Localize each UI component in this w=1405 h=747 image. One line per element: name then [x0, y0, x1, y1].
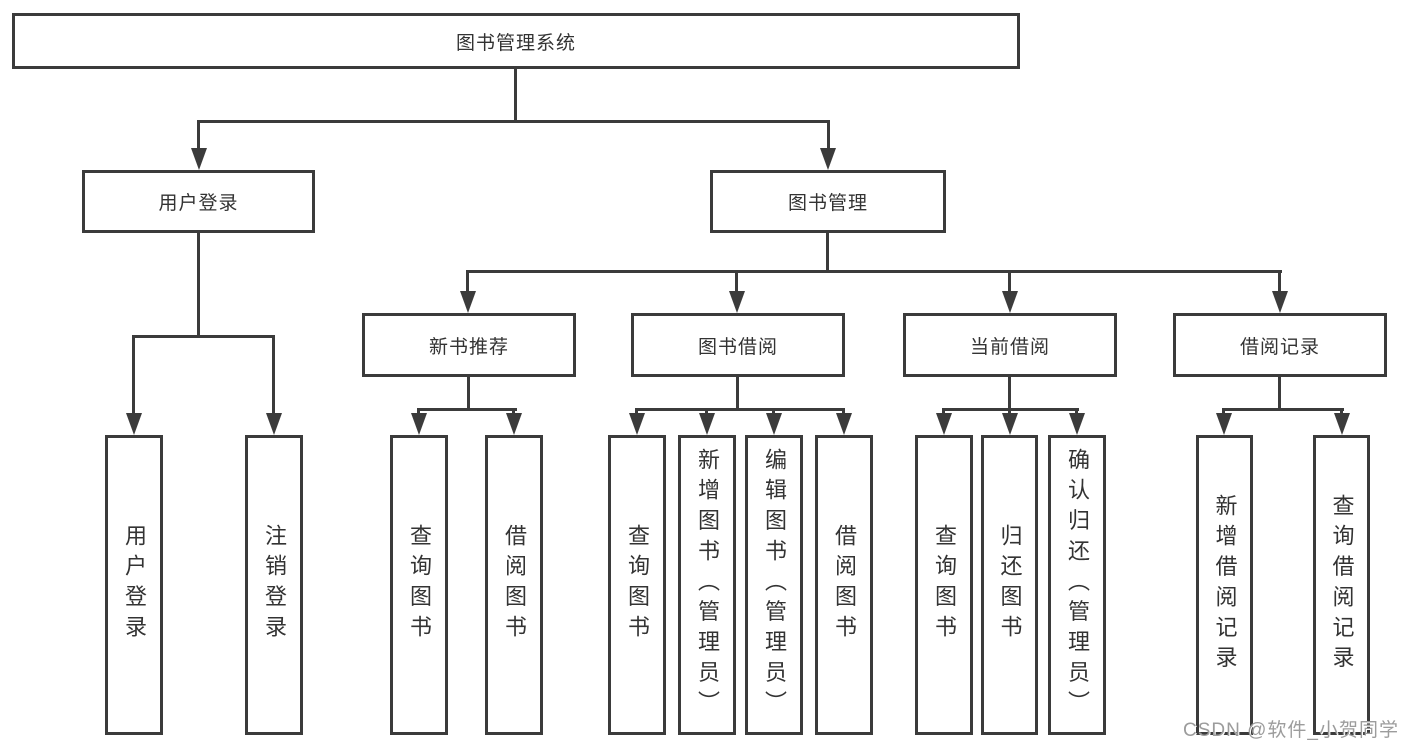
connector-drop [1008, 270, 1011, 292]
connector-drop [942, 408, 945, 414]
arrowhead-icon [126, 413, 142, 435]
connector-stem [736, 376, 739, 408]
connector-drop [1278, 270, 1281, 292]
node-borrow-records: 借阅记录 [1173, 313, 1387, 377]
connector-drop [842, 408, 845, 414]
node-new-book-recommend: 新书推荐 [362, 313, 576, 377]
arrowhead-icon [766, 413, 782, 435]
node-book-borrow: 图书借阅 [631, 313, 845, 377]
arrowhead-icon [836, 413, 852, 435]
connector-bar [417, 408, 517, 411]
leaf-logout: 注销登录 [245, 435, 303, 735]
connector-drop [272, 335, 275, 415]
connector-user-login-stem [197, 232, 200, 335]
arrowhead-icon [629, 413, 645, 435]
arrowhead-icon [936, 413, 952, 435]
arrowhead-icon [1272, 291, 1288, 313]
leaf-label: 查询图书 [932, 524, 957, 646]
connector-stem [467, 376, 470, 408]
connector-drop [466, 270, 469, 292]
connector-user-login-bar [132, 335, 275, 338]
connector-drop [1222, 408, 1225, 414]
arrowhead-icon [1216, 413, 1232, 435]
csdn-watermark: CSDN @软件_小贺同学 [1183, 720, 1399, 741]
node-current-borrow: 当前借阅 [903, 313, 1117, 377]
connector-root-stem [514, 69, 517, 120]
connector-drop [417, 408, 420, 414]
connector-book-mgmt-bar [466, 270, 1282, 273]
arrowhead-icon [460, 291, 476, 313]
leaf-query-book-borrow: 查询图书 [608, 435, 666, 735]
node-user-login: 用户登录 [82, 170, 315, 233]
leaf-confirm-return-admin: 确认归还（管理员） [1048, 435, 1106, 735]
leaf-label: 查询借阅记录 [1329, 493, 1355, 677]
connector-stem [1008, 376, 1011, 408]
arrowhead-icon [506, 413, 522, 435]
arrowhead-icon [699, 413, 715, 435]
leaf-add-book-admin: 新增图书（管理员） [678, 435, 736, 735]
node-book-management: 图书管理 [710, 170, 946, 233]
leaf-query-book-current: 查询图书 [915, 435, 973, 735]
leaf-user-login: 用户登录 [105, 435, 163, 735]
leaf-label: 查询图书 [625, 524, 650, 646]
connector-stem [1278, 376, 1281, 408]
connector-drop [1340, 408, 1343, 414]
leaf-query-book-recommend: 查询图书 [390, 435, 448, 735]
connector-drop [635, 408, 638, 414]
connector-drop [1008, 408, 1011, 414]
leaf-label: 新增图书（管理员） [695, 448, 720, 722]
connector-drop [512, 408, 515, 414]
arrowhead-icon [191, 148, 207, 170]
leaf-return-book: 归还图书 [981, 435, 1038, 735]
connector-drop [132, 335, 135, 415]
connector-drop [705, 408, 708, 414]
leaf-label: 归还图书 [997, 524, 1023, 646]
connector-bar [635, 408, 845, 411]
arrowhead-icon [1069, 413, 1085, 435]
connector-book-mgmt-stem [826, 232, 829, 270]
leaf-label: 借阅图书 [832, 524, 857, 646]
arrowhead-icon [729, 291, 745, 313]
connector-root-bar [197, 120, 830, 123]
arrowhead-icon [1002, 291, 1018, 313]
arrowhead-icon [1334, 413, 1350, 435]
leaf-query-borrow-record: 查询借阅记录 [1313, 435, 1370, 735]
leaf-label: 借阅图书 [502, 524, 527, 646]
leaf-label: 编辑图书（管理员） [762, 448, 787, 722]
connector-drop [827, 120, 830, 150]
leaf-label: 注销登录 [262, 524, 287, 646]
connector-drop [772, 408, 775, 414]
leaf-label: 用户登录 [122, 524, 147, 646]
leaf-borrow-book: 借阅图书 [815, 435, 873, 735]
leaf-add-borrow-record: 新增借阅记录 [1196, 435, 1253, 735]
node-library-management-system: 图书管理系统 [12, 13, 1020, 69]
arrowhead-icon [266, 413, 282, 435]
arrowhead-icon [411, 413, 427, 435]
leaf-borrow-book-recommend: 借阅图书 [485, 435, 543, 735]
leaf-label: 查询图书 [407, 524, 432, 646]
connector-bar [1222, 408, 1344, 411]
connector-drop [197, 120, 200, 150]
connector-drop [735, 270, 738, 292]
leaf-label: 新增借阅记录 [1212, 493, 1238, 677]
leaf-label: 确认归还（管理员） [1065, 448, 1090, 722]
arrowhead-icon [820, 148, 836, 170]
arrowhead-icon [1002, 413, 1018, 435]
leaf-edit-book-admin: 编辑图书（管理员） [745, 435, 803, 735]
connector-drop [1075, 408, 1078, 414]
